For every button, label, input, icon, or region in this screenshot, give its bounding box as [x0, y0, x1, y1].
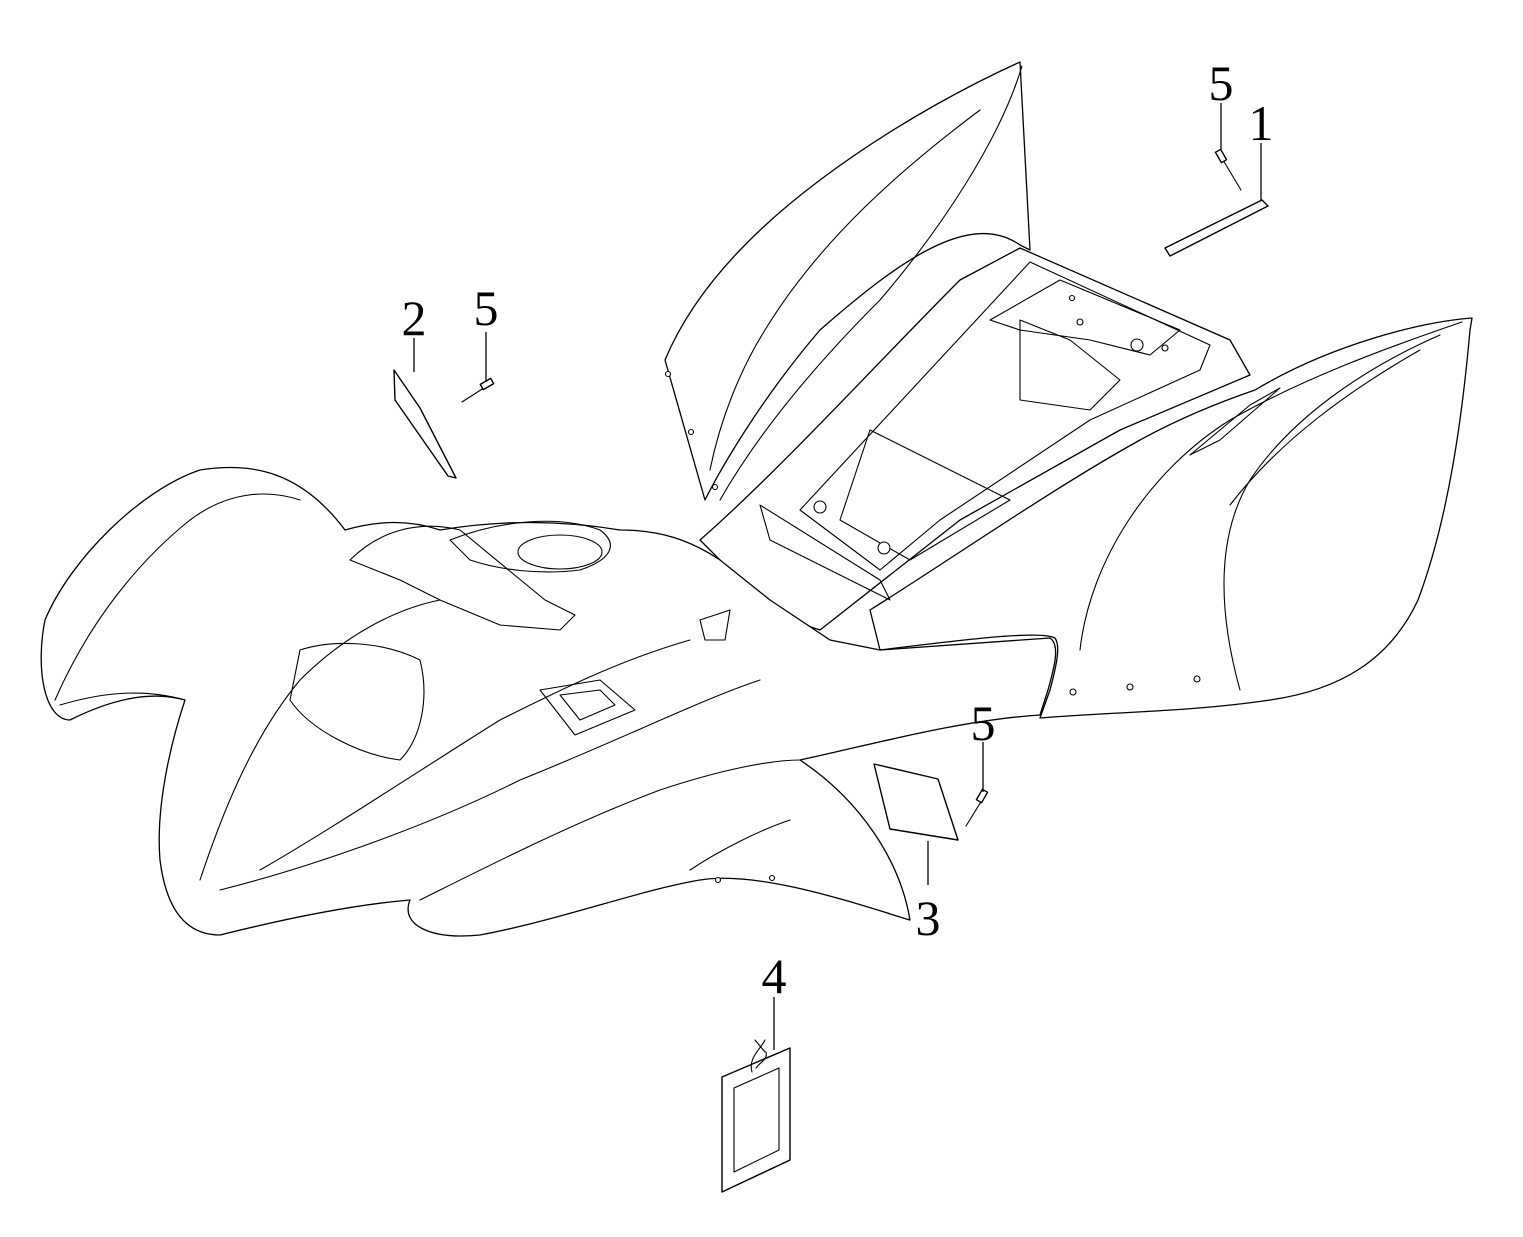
callout-4: 4: [762, 948, 787, 1004]
tray-hole: [1161, 344, 1169, 352]
callout-5-rear: 5: [1209, 55, 1234, 111]
cover-hole: [664, 370, 672, 378]
callout-5-left: 5: [474, 280, 499, 336]
seat-cover: [664, 61, 1031, 501]
part-4-warning-tag: 4: [721, 948, 791, 1193]
callout-2: 2: [402, 290, 427, 346]
part-5-rivet-rear: 5: [1209, 55, 1242, 191]
fender-hole: [714, 876, 722, 884]
tray-hole: [1076, 318, 1084, 326]
fender-hole: [1126, 683, 1134, 691]
tray-hole: [1130, 338, 1144, 352]
front-fender-body: [40, 466, 1057, 937]
callout-5-right: 5: [971, 695, 996, 751]
part-5-rivet-left: 5: [461, 280, 499, 403]
fuel-cap-opening: [517, 534, 603, 570]
callout-3: 3: [916, 890, 941, 946]
part-3-side-decal: 3: [873, 763, 959, 946]
part-5-rivet-right: 5: [965, 695, 996, 827]
cover-hole: [711, 483, 719, 491]
rear-fender: [869, 317, 1473, 719]
fender-hole: [768, 874, 776, 882]
tray-hole: [813, 500, 827, 514]
tray-hole: [877, 541, 891, 555]
fender-hole: [1193, 675, 1201, 683]
part-2-side-decal: 2: [393, 290, 457, 479]
part-1-rear-decal: 1: [1164, 95, 1274, 257]
callout-1: 1: [1249, 95, 1274, 151]
cover-hole: [687, 428, 695, 436]
tray-hole: [1068, 294, 1076, 302]
fender-hole: [1069, 688, 1077, 696]
